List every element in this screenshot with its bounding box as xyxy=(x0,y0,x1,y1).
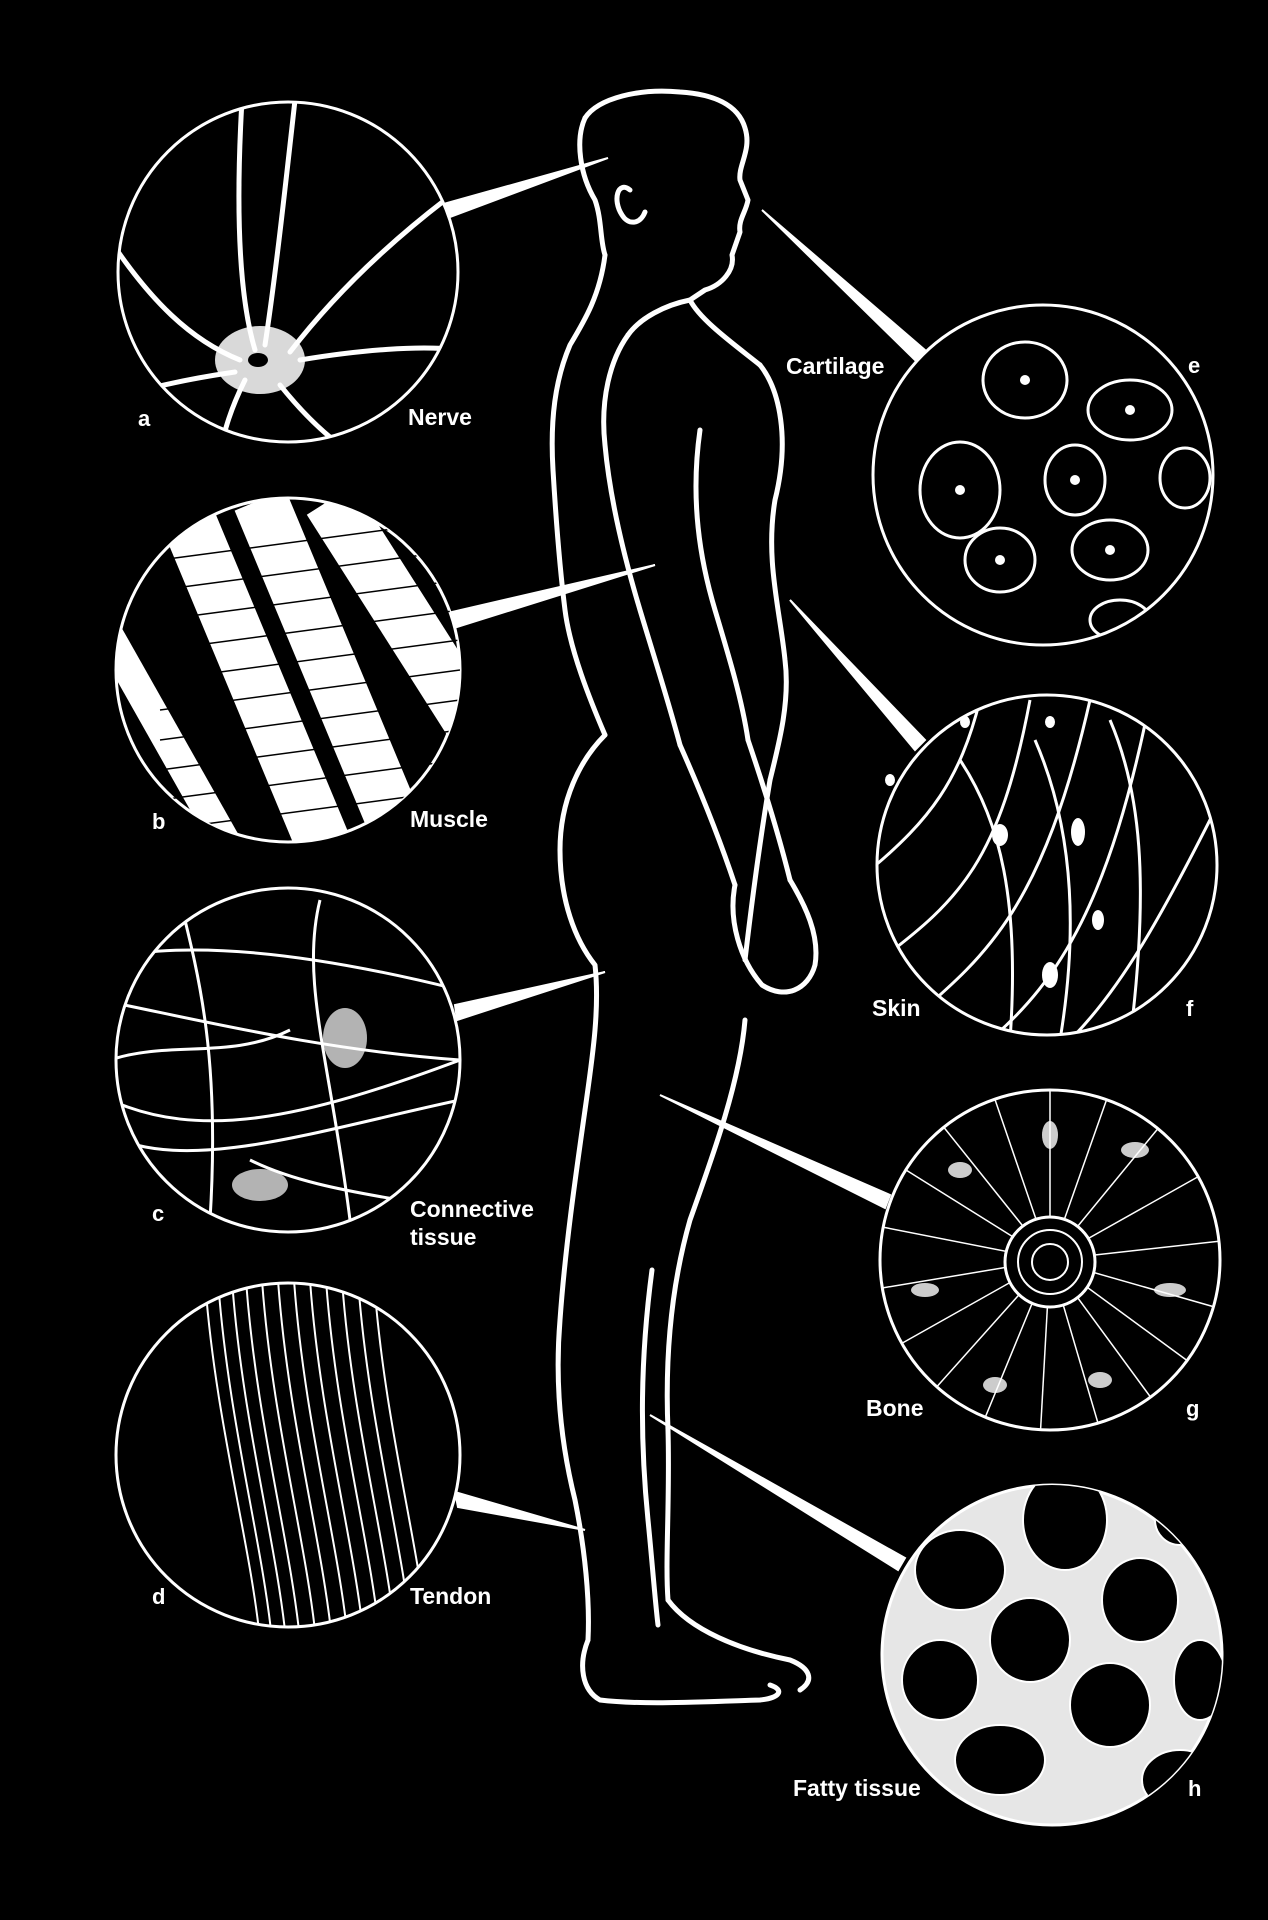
panel-label-skin: Skin xyxy=(872,995,921,1021)
panel-label-nerve: Nerve xyxy=(408,404,472,430)
panel-label-cartilage: Cartilage xyxy=(786,353,885,379)
panel-label-bone: Bone xyxy=(866,1395,924,1421)
panel-nerve-circle xyxy=(116,100,460,444)
panel-label-fatty-tissue: Fatty tissue xyxy=(793,1775,921,1801)
panel-label-tendon: Tendon xyxy=(410,1583,492,1609)
panel-label-connective-tissue: Connective tissue xyxy=(410,1196,534,1250)
panel-letter-g: g xyxy=(1186,1396,1200,1421)
panel-skin-circle xyxy=(875,693,1219,1037)
panel-letter-h: h xyxy=(1188,1776,1202,1801)
panel-connective-circle xyxy=(114,886,462,1234)
panel-cartilage-circle xyxy=(871,303,1215,647)
panel-letter-e: e xyxy=(1188,353,1201,378)
panel-letter-a: a xyxy=(138,406,151,431)
panel-letter-b: b xyxy=(152,809,166,834)
human-figure xyxy=(549,88,819,1706)
panel-letter-d: d xyxy=(152,1584,166,1609)
panel-fatty-circle xyxy=(880,1483,1224,1827)
pointer-h xyxy=(649,1414,907,1572)
panel-label-muscle: Muscle xyxy=(410,806,488,832)
panel-bone-circle xyxy=(878,1088,1222,1432)
pointer-b xyxy=(450,564,656,630)
pointer-e xyxy=(761,209,927,362)
pointer-f xyxy=(789,599,927,752)
pointer-d xyxy=(453,1490,586,1531)
pointer-lines xyxy=(438,157,927,1572)
panel-muscle-circle xyxy=(114,496,462,844)
panel-letter-f: f xyxy=(1186,996,1194,1021)
pointer-c xyxy=(453,971,606,1022)
panel-letter-c: c xyxy=(152,1201,165,1226)
pointer-a xyxy=(438,157,609,222)
pointer-g xyxy=(659,1094,892,1210)
panel-tendon-circle xyxy=(114,1281,462,1629)
